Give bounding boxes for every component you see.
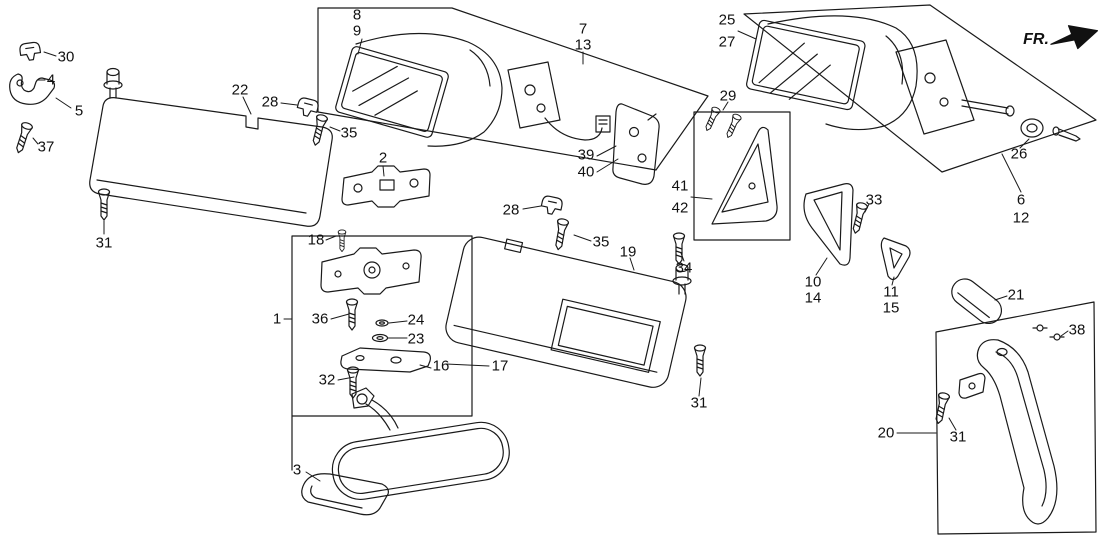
hook-bracket-4-5-part bbox=[9, 73, 56, 105]
corner-garnish-10-14-part bbox=[803, 183, 854, 266]
bracket-16-17-part bbox=[340, 347, 431, 373]
holder-2-part bbox=[341, 165, 431, 208]
cap-21-part bbox=[951, 278, 1003, 325]
sun-visor-right-19-part bbox=[445, 236, 687, 388]
leader-lines bbox=[32, 30, 1069, 482]
screw-35-center-part bbox=[552, 217, 570, 252]
clip-30-part bbox=[18, 41, 42, 62]
corner-garnish-41-42-part bbox=[711, 126, 778, 225]
bracket-20-part bbox=[958, 372, 986, 399]
mount-base-part bbox=[320, 247, 422, 295]
clip-28-center-part bbox=[539, 194, 564, 217]
clip-28-left-part bbox=[295, 96, 320, 119]
stud-18-part bbox=[337, 229, 347, 253]
fr-direction-label: FR. bbox=[1023, 31, 1049, 48]
fr-direction-arrow-icon bbox=[1050, 25, 1099, 50]
door-mirror-left-box bbox=[317, 7, 709, 171]
sun-visor-left-22-part bbox=[89, 97, 333, 227]
door-mirror-right-box bbox=[743, 4, 1097, 173]
group-box-20 bbox=[935, 301, 1097, 535]
bolts-38-part bbox=[1032, 324, 1065, 341]
washer-23-part bbox=[371, 333, 389, 343]
bolts-29-part bbox=[702, 105, 743, 140]
harness-connector-part bbox=[544, 115, 611, 141]
mirror-housing-right-part bbox=[767, 15, 918, 131]
clip-11-15-part bbox=[880, 237, 911, 281]
rear-view-mirror-3-part bbox=[331, 387, 510, 500]
mirror-glass-8-9-part bbox=[335, 46, 449, 138]
pivot-cap-26-part bbox=[1020, 118, 1081, 142]
actuator-left-part bbox=[507, 61, 561, 129]
pivot-pin-left-visor bbox=[103, 67, 123, 99]
screw-35-left-part bbox=[309, 113, 329, 148]
mirror-stay-cover-3-part bbox=[301, 473, 389, 516]
screw-31-lower-right-part bbox=[932, 391, 951, 426]
mirror-glass-25-27-part bbox=[746, 19, 866, 111]
actuator-right-part bbox=[895, 39, 1015, 135]
garnish-box-41-42 bbox=[693, 111, 791, 241]
group-box-1 bbox=[291, 235, 473, 471]
pillar-garnish-20-part bbox=[976, 339, 1058, 525]
base-plate-39-40-part bbox=[612, 103, 660, 185]
mirror-housing-7-13-part bbox=[355, 32, 503, 147]
pivot-pin-right-visor bbox=[672, 263, 692, 295]
screw-31-visor-part bbox=[693, 344, 707, 377]
screw-37-part bbox=[12, 120, 34, 155]
washer-24-part bbox=[375, 319, 389, 327]
